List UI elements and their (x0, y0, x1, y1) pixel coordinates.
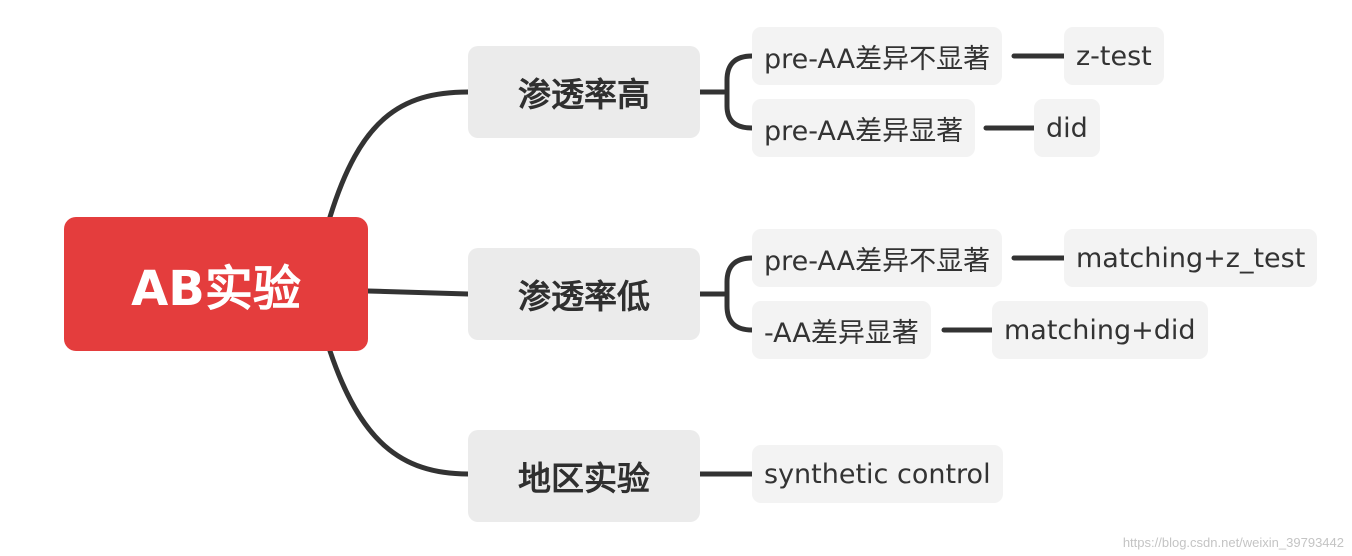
leaf-node-2-1[interactable]: pre-AA差异不显著 (752, 229, 1003, 287)
method-node-2-1[interactable]: matching+z_test (1064, 229, 1318, 287)
branch-node-high-penetration[interactable]: 渗透率高 (468, 46, 700, 138)
leaf-node-3-1[interactable]: synthetic control (752, 445, 1003, 503)
root-node[interactable]: AB实验 (64, 217, 368, 351)
method-node-1-1[interactable]: z-test (1064, 27, 1164, 85)
method-node-2-2[interactable]: matching+did (992, 301, 1208, 359)
connector-root-branch-1 (327, 89, 471, 220)
connector-root-branch-2 (365, 288, 471, 297)
connector-branch-1-bracket (697, 53, 755, 131)
branch-node-regional-experiment[interactable]: 地区实验 (468, 430, 700, 522)
method-node-1-2[interactable]: did (1034, 99, 1100, 157)
connector-root-branch-3 (327, 348, 471, 477)
watermark: https://blog.csdn.net/weixin_39793442 (1122, 535, 1344, 550)
branch-node-low-penetration[interactable]: 渗透率低 (468, 248, 700, 340)
leaf-node-2-2[interactable]: -AA差异显著 (752, 301, 931, 359)
connector-branch-2-bracket (697, 255, 755, 333)
leaf-node-1-1[interactable]: pre-AA差异不显著 (752, 27, 1003, 85)
leaf-node-1-2[interactable]: pre-AA差异显著 (752, 99, 976, 157)
